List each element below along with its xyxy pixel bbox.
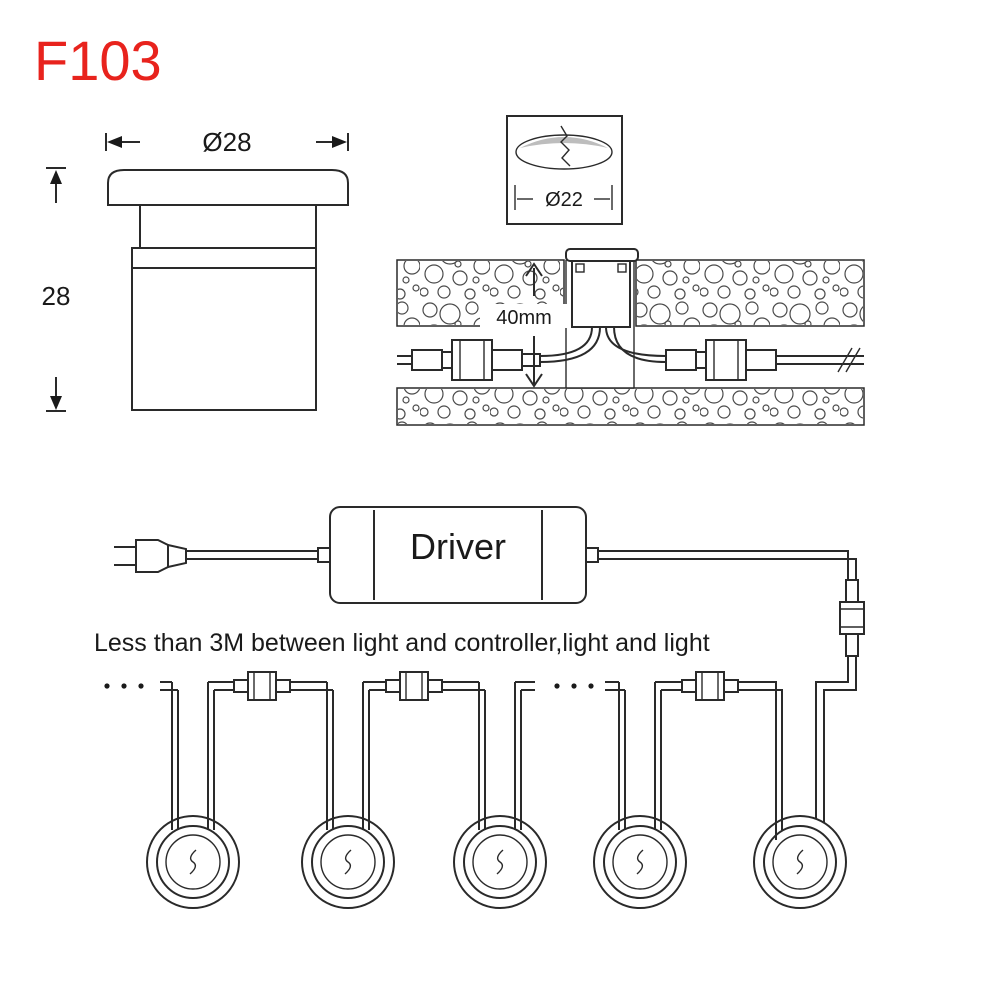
- hole-detail-inset: Ø22: [506, 115, 623, 225]
- waterproof-connector-icon: [233, 671, 291, 701]
- cable-connector-left-b: [451, 339, 493, 381]
- hole-diameter-label: Ø22: [545, 189, 583, 211]
- ellipsis-dot: [571, 683, 577, 689]
- installation-cross-section: 40mm: [396, 248, 865, 426]
- installed-light-cap: [565, 248, 639, 262]
- light-cables: [104, 681, 783, 840]
- product-code-title: F103: [34, 29, 162, 92]
- cable-connector-right-a: [665, 349, 697, 371]
- led-spot-light-icon: [753, 815, 847, 909]
- waterproof-connector-icon: [385, 671, 443, 701]
- diameter-label: Ø28: [202, 127, 251, 157]
- cable-connector-left-a: [411, 349, 443, 371]
- ellipsis-dot: [121, 683, 127, 689]
- distance-note: Less than 3M between light and controlle…: [94, 629, 710, 657]
- light-side-view: [107, 169, 349, 411]
- light-cap: [107, 169, 349, 206]
- cable-connector-right-b: [705, 339, 747, 381]
- led-spot-light-icon: [146, 815, 240, 909]
- ellipsis-dot: [554, 683, 560, 689]
- led-spot-light-icon: [593, 815, 687, 909]
- ellipsis-dot: [588, 683, 594, 689]
- waterproof-connector-icon: [681, 671, 739, 701]
- ellipsis-dot: [138, 683, 144, 689]
- driver-label: Driver: [410, 526, 506, 567]
- power-plug-icon: [114, 539, 187, 573]
- height-label: 28: [42, 281, 71, 311]
- light-body: [131, 204, 317, 411]
- wiring-diagram: Driver Less than 3M between light and co…: [94, 506, 865, 909]
- diameter-dimension: Ø28: [105, 127, 349, 157]
- installed-light-body: [571, 260, 631, 328]
- depth-label: 40mm: [496, 307, 552, 329]
- height-dimension: 28: [42, 167, 71, 412]
- waterproof-connector-icon: [839, 579, 865, 657]
- led-spot-light-icon: [301, 815, 395, 909]
- ellipsis-dot: [104, 683, 110, 689]
- led-spot-light-icon: [453, 815, 547, 909]
- lights-chain: [104, 671, 847, 909]
- driver-box: Driver: [329, 506, 587, 604]
